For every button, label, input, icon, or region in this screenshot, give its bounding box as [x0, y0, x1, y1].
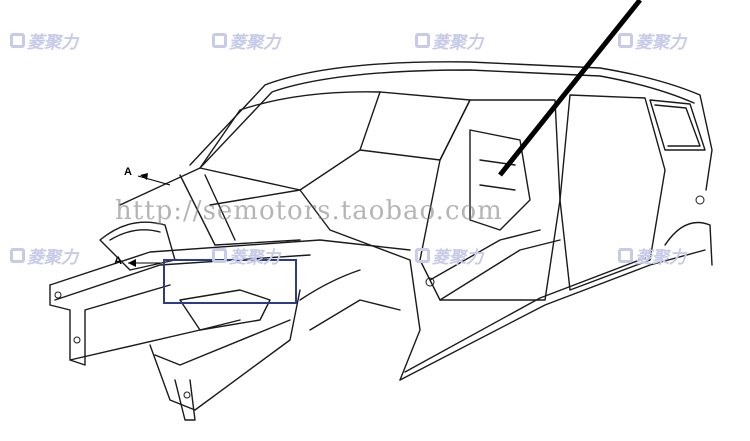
front-crossmember [49, 284, 171, 366]
watermark-logo-icon [212, 33, 227, 48]
front-apron [119, 167, 421, 381]
watermark-logo-icon [10, 248, 25, 263]
watermark-logo-icon [415, 33, 430, 48]
watermark-text: 菱聚力 [27, 33, 78, 53]
watermark-text: 菱聚力 [229, 248, 280, 268]
shock-tower [99, 221, 176, 271]
watermark-logo: 菱聚力 [212, 28, 280, 53]
watermark-text: 菱聚力 [432, 33, 483, 53]
callout-label-a-lower: A [114, 255, 122, 267]
watermark-logo: 菱聚力 [618, 243, 686, 268]
watermark-logo: 菱聚力 [10, 28, 78, 53]
watermark-logo: 菱聚力 [212, 243, 280, 268]
lower-rail [149, 289, 301, 411]
url-watermark: http://semotors.taobao.com [115, 196, 503, 226]
watermark-text: 菱聚力 [229, 33, 280, 53]
watermark-logo: 菱聚力 [618, 28, 686, 53]
rear-door-opening [559, 94, 666, 291]
callout-label-a-upper: A [124, 166, 132, 178]
watermark-text: 菱聚力 [635, 33, 686, 53]
roof-outline [189, 61, 713, 191]
watermark-text: 菱聚力 [635, 248, 686, 268]
watermark-logo: 菱聚力 [415, 243, 483, 268]
rocker-panel [399, 249, 706, 381]
front-door-opening [419, 99, 561, 301]
watermark-logo-icon [618, 33, 633, 48]
watermark-text: 菱聚力 [27, 248, 78, 268]
callout-arrow-upper [137, 175, 171, 186]
watermark-logo-icon [10, 33, 25, 48]
watermark-logo-icon [618, 248, 633, 263]
watermark-logo-icon [212, 248, 227, 263]
watermark-logo: 菱聚力 [415, 28, 483, 53]
watermark-text: 菱聚力 [432, 248, 483, 268]
watermark-logo-icon [415, 248, 430, 263]
rear-quarter-window [649, 99, 706, 151]
leader-line [498, 0, 642, 177]
roof-inner [199, 69, 695, 169]
rear-wheel-arch [664, 221, 713, 266]
watermark-logo: 菱聚力 [10, 243, 78, 268]
front-upper-rail [49, 239, 411, 286]
highlight-box [163, 259, 297, 304]
